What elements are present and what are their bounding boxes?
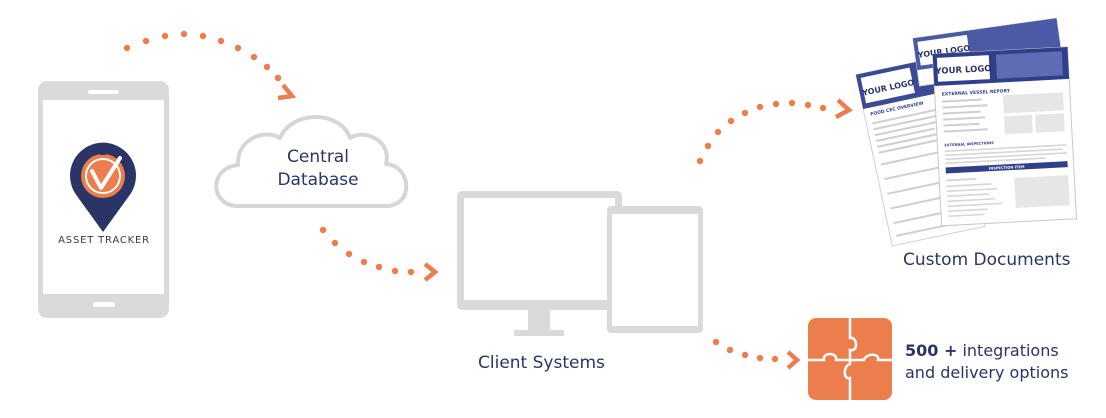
cloud-shape	[214, 115, 409, 208]
integrations-line1-rest: integrations	[957, 341, 1059, 360]
integrations-line2: and delivery options	[905, 363, 1069, 382]
client-systems-label: Client Systems	[478, 353, 605, 373]
arrow-head-to-documents	[834, 98, 853, 119]
integrations-label: 500 + integrations and delivery options	[905, 340, 1095, 384]
puzzle-icon	[806, 316, 894, 402]
front-report-title: EXTERNAL VESSEL REPORT	[942, 88, 1011, 98]
front-section-title: EXTERNAL INSPECTIONS	[944, 141, 994, 148]
front-section-bar: INSPECTION ITEM	[989, 165, 1025, 171]
arrowheads	[277, 83, 853, 370]
arrow-head-to-database	[277, 83, 297, 101]
integrations-count: 500 +	[905, 341, 958, 360]
cloud-label-line1: Central	[287, 147, 349, 167]
arrow-head-to-integrations	[786, 350, 801, 370]
custom-documents-label: Custom Documents	[903, 250, 1071, 270]
front-logo-text: YOUR LOGO	[934, 64, 991, 77]
app-name-label: ASSET TRACKER	[58, 235, 150, 246]
central-database-label: Central Database	[250, 146, 386, 192]
cloud-label-line2: Database	[277, 170, 359, 190]
monitor-device	[457, 191, 622, 336]
integrations-line1: 500 + integrations	[905, 340, 1095, 362]
connector-dots	[123, 30, 827, 363]
tablet-device	[607, 206, 703, 333]
report-front: YOUR LOGO EXTERNAL VESSEL REPORT EXTERNA…	[932, 46, 1077, 227]
arrow-head-to-client	[423, 262, 439, 282]
asset-tracker-logo	[70, 142, 136, 232]
